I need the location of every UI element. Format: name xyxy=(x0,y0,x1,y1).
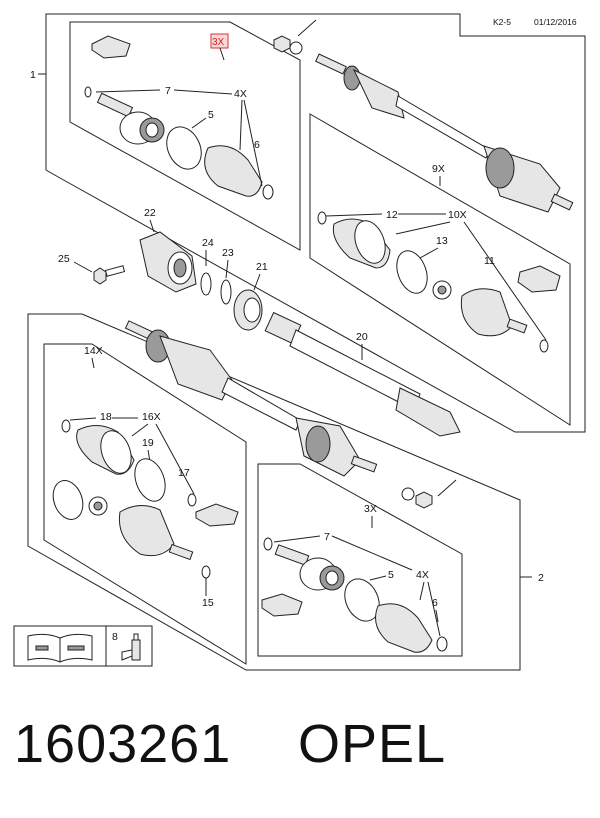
highlight-3x-box xyxy=(210,33,229,49)
circlip-icon xyxy=(84,86,92,98)
drive-shaft-outer-icon xyxy=(315,53,574,213)
small-clamp-2-icon xyxy=(436,636,448,652)
box-cv-kit-top xyxy=(69,21,301,251)
inner-housing-icon xyxy=(118,505,194,561)
assembly-1-frame xyxy=(45,13,586,433)
label-15: 15 xyxy=(202,597,214,609)
grease-packet-3-icon xyxy=(195,503,239,527)
hub-nut-icon xyxy=(273,19,317,55)
grease-gun-icon xyxy=(121,633,141,661)
tripod-clamp-icon xyxy=(396,250,428,294)
label-14x: 14X xyxy=(84,345,103,357)
bearing-bracket-icon xyxy=(139,231,197,293)
tripod-small-ring-icon xyxy=(539,339,549,353)
footer: 1603261 OPEL xyxy=(0,712,600,792)
label-16x: 16X xyxy=(142,411,161,423)
grease-packet-4-icon xyxy=(261,593,303,617)
label-12: 12 xyxy=(386,209,398,221)
label-4x-bottom: 4X xyxy=(416,569,429,581)
label-21: 21 xyxy=(256,261,268,273)
bracket-bolt-icon xyxy=(93,265,126,285)
tripod-housing-icon xyxy=(460,288,528,337)
label-3x-top: 3X xyxy=(212,37,225,48)
brand-name: OPEL xyxy=(298,714,447,774)
inner-large-clamp-icon xyxy=(52,480,84,520)
label-5-bottom: 5 xyxy=(388,569,394,581)
cv-boot-icon xyxy=(204,145,263,197)
manual-reference-box xyxy=(13,625,153,667)
label-22: 22 xyxy=(144,207,156,219)
header-code: K2-5 xyxy=(493,17,511,27)
label-25: 25 xyxy=(58,253,70,265)
small-clamp-icon xyxy=(262,184,274,200)
boot-clamp-2-icon xyxy=(344,578,380,622)
header-date: 01/12/2016 xyxy=(534,17,577,27)
inner-ring-15-icon xyxy=(201,565,211,579)
part-number: 1603261 xyxy=(14,714,232,774)
label-17: 17 xyxy=(178,467,190,479)
circlip-2-icon xyxy=(61,419,71,433)
label-2: 2 xyxy=(538,572,544,584)
grease-packet-2-icon xyxy=(517,265,561,293)
tripod-boot-icon xyxy=(317,211,391,269)
inner-boot-icon xyxy=(76,425,135,475)
drive-shaft-long-icon xyxy=(124,320,378,477)
inner-clamp-icon xyxy=(134,458,166,502)
hub-nut-2-icon xyxy=(401,479,457,509)
retaining-ring-icon xyxy=(220,279,232,305)
label-20: 20 xyxy=(356,331,368,343)
repair-manual-icon xyxy=(27,633,93,663)
circlip-3-icon xyxy=(263,537,273,551)
label-23: 23 xyxy=(222,247,234,259)
label-4x-top: 4X xyxy=(234,88,247,100)
boot-clamp-icon xyxy=(166,126,202,170)
label-7-top: 7 xyxy=(165,85,171,97)
label-6-bottom: 6 xyxy=(432,597,438,609)
cv-joint-icon xyxy=(96,92,165,145)
label-3x-bottom: 3X xyxy=(364,503,377,515)
drive-shaft-exploded-diagram: K2-5 01/12/2016 1 3X 7 4X 5 6 xyxy=(13,13,586,671)
label-7-bottom: 7 xyxy=(324,531,330,543)
label-1: 1 xyxy=(30,69,36,81)
box-tripod-kit xyxy=(309,113,571,426)
label-11: 11 xyxy=(484,255,495,267)
label-9x: 9X xyxy=(432,163,445,175)
grease-packet-icon xyxy=(91,35,131,59)
inner-small-ring-icon xyxy=(187,493,197,507)
label-5-top: 5 xyxy=(208,109,214,121)
tripod-joint-icon xyxy=(432,280,452,300)
label-18: 18 xyxy=(100,411,112,423)
intermediate-shaft-icon xyxy=(264,311,461,437)
label-8: 8 xyxy=(112,631,118,643)
cv-joint-2-icon xyxy=(274,544,345,591)
label-10x: 10X xyxy=(448,209,467,221)
label-24: 24 xyxy=(202,237,214,249)
cv-boot-2-icon xyxy=(375,603,433,653)
label-6-top: 6 xyxy=(254,139,260,151)
label-13: 13 xyxy=(436,235,448,247)
box-cv-kit-bottom xyxy=(257,463,463,657)
snap-ring-icon xyxy=(200,272,212,296)
inner-tripod-icon xyxy=(88,496,108,516)
assembly-2-frame xyxy=(27,313,521,671)
support-bearing-icon xyxy=(233,289,263,331)
label-19: 19 xyxy=(142,437,154,449)
box-14x-kit xyxy=(43,343,247,665)
